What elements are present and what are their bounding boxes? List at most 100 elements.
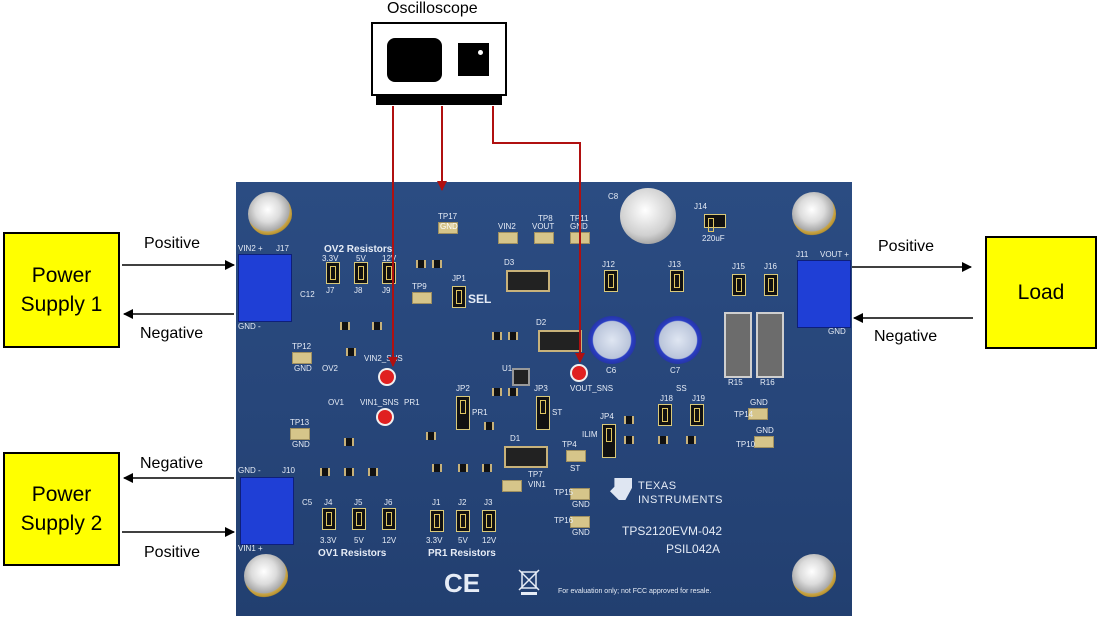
oscilloscope-knob-icon xyxy=(458,43,489,76)
capacitor-c7 xyxy=(654,316,702,364)
jumper-jp1[interactable] xyxy=(452,286,466,308)
label-j14: J14 xyxy=(694,202,707,211)
label-r15: R15 xyxy=(728,378,743,387)
load-label: Load xyxy=(1017,281,1065,304)
label-c7: C7 xyxy=(670,366,681,375)
jumper-j15[interactable] xyxy=(732,274,746,296)
label-j12: J12 xyxy=(602,260,615,269)
test-point-tp15[interactable] xyxy=(570,488,590,500)
label-c6: C6 xyxy=(606,366,617,375)
label-jp4: JP4 xyxy=(600,412,614,421)
label-u1: U1 xyxy=(502,364,513,373)
ps2-negative-label: Negative xyxy=(140,455,204,472)
jumper-j16[interactable] xyxy=(764,274,778,296)
label-tp13: TP13 xyxy=(290,418,310,427)
label-ilim: ILIM xyxy=(582,430,598,439)
smd-part xyxy=(368,468,378,476)
label-tp8: TP8 xyxy=(538,214,553,223)
label-j3: J3 xyxy=(484,498,493,507)
board-part-number: PSIL042A xyxy=(666,542,721,556)
label-j1: J1 xyxy=(432,498,441,507)
jumper-j7[interactable] xyxy=(326,262,340,284)
load-negative-label: Negative xyxy=(874,328,938,345)
ce-mark: CE xyxy=(444,568,481,598)
label-tp4: TP4 xyxy=(562,440,577,449)
test-point-tp17[interactable] xyxy=(438,222,458,234)
probe-vin2-sns[interactable] xyxy=(378,368,396,386)
label-vin1-sns: VIN1_SNS xyxy=(360,398,399,407)
test-point-tp16[interactable] xyxy=(570,516,590,528)
weee-bin-icon xyxy=(518,568,540,596)
jumper-j18[interactable] xyxy=(658,404,672,426)
jumper-j4[interactable] xyxy=(322,508,336,530)
label-vin2-tp: VIN2 xyxy=(498,222,516,231)
label-tp12: TP12 xyxy=(292,342,312,351)
brand-line2: INSTRUMENTS xyxy=(638,494,723,506)
test-point-tp9[interactable] xyxy=(412,292,432,304)
smd-part xyxy=(508,332,518,340)
jumper-jp3[interactable] xyxy=(536,396,550,430)
jumper-j6[interactable] xyxy=(382,508,396,530)
test-point-tp12[interactable] xyxy=(292,352,312,364)
label-tp9: TP9 xyxy=(412,282,427,291)
label-st-tp4: ST xyxy=(570,464,581,473)
test-point-tp10[interactable] xyxy=(754,436,774,448)
label-v5-pr1: 5V xyxy=(458,536,468,545)
label-v33-pr1: 3.3V xyxy=(426,536,443,545)
test-point-vin2[interactable] xyxy=(498,232,518,244)
jumper-j13[interactable] xyxy=(670,270,684,292)
capacitor-c6 xyxy=(588,316,636,364)
smd-part xyxy=(320,468,330,476)
label-j16: J16 xyxy=(764,262,777,271)
label-j9: J9 xyxy=(382,286,391,295)
test-point-tp8[interactable] xyxy=(534,232,554,244)
pcb-board: VIN2 + J17 GND - GND - J10 VIN1 + J11 VO… xyxy=(236,182,852,616)
mounting-hole-bl xyxy=(244,554,288,598)
test-point-tp4[interactable] xyxy=(566,450,586,462)
jumper-jp2[interactable] xyxy=(456,396,470,430)
diode-d1 xyxy=(504,446,548,468)
test-point-tp14[interactable] xyxy=(748,408,768,420)
smd-part xyxy=(658,436,668,444)
jumper-j19[interactable] xyxy=(690,404,704,426)
label-gnd-tp16: GND xyxy=(572,528,590,537)
label-vin1-plus: VIN1 + xyxy=(238,544,263,553)
test-point-tp7[interactable] xyxy=(502,480,522,492)
label-d1: D1 xyxy=(510,434,521,443)
probe-vout-sns[interactable] xyxy=(570,364,588,382)
jumper-j1[interactable] xyxy=(430,510,444,532)
board-model: TPS2120EVM-042 xyxy=(622,524,723,538)
label-tp15: TP15 xyxy=(554,488,574,497)
label-v5-ov2: 5V xyxy=(356,254,366,263)
label-pr1-tp: PR1 xyxy=(404,398,420,407)
smd-part xyxy=(372,322,382,330)
jumper-j14[interactable] xyxy=(704,214,726,232)
ti-logo-icon xyxy=(610,478,632,500)
resistor-r15 xyxy=(724,312,752,378)
label-j11: J11 xyxy=(796,250,809,259)
jumper-j2[interactable] xyxy=(456,510,470,532)
smd-part xyxy=(344,438,354,446)
diode-d3 xyxy=(506,270,550,292)
jumper-j3[interactable] xyxy=(482,510,496,532)
label-j6: J6 xyxy=(384,498,393,507)
terminal-vin1[interactable] xyxy=(240,477,294,545)
label-gnd-ps1: GND - xyxy=(238,322,261,331)
jumper-j5[interactable] xyxy=(352,508,366,530)
label-gnd-ps2: GND - xyxy=(238,466,261,475)
label-ov1: OV1 xyxy=(328,398,345,407)
label-r16: R16 xyxy=(760,378,775,387)
test-point-tp13[interactable] xyxy=(290,428,310,440)
pr1-resistors-title: PR1 Resistors xyxy=(428,548,496,559)
label-c12: C12 xyxy=(300,290,315,299)
smd-part xyxy=(344,468,354,476)
terminal-vout[interactable] xyxy=(797,260,851,328)
jumper-j8[interactable] xyxy=(354,262,368,284)
label-v12-ov2: 12V xyxy=(382,254,397,263)
probe-vin1-sns[interactable] xyxy=(376,408,394,426)
jumper-j12[interactable] xyxy=(604,270,618,292)
jumper-jp4[interactable] xyxy=(602,424,616,458)
brand-line1: TEXAS xyxy=(638,480,677,492)
terminal-vin2[interactable] xyxy=(238,254,292,322)
